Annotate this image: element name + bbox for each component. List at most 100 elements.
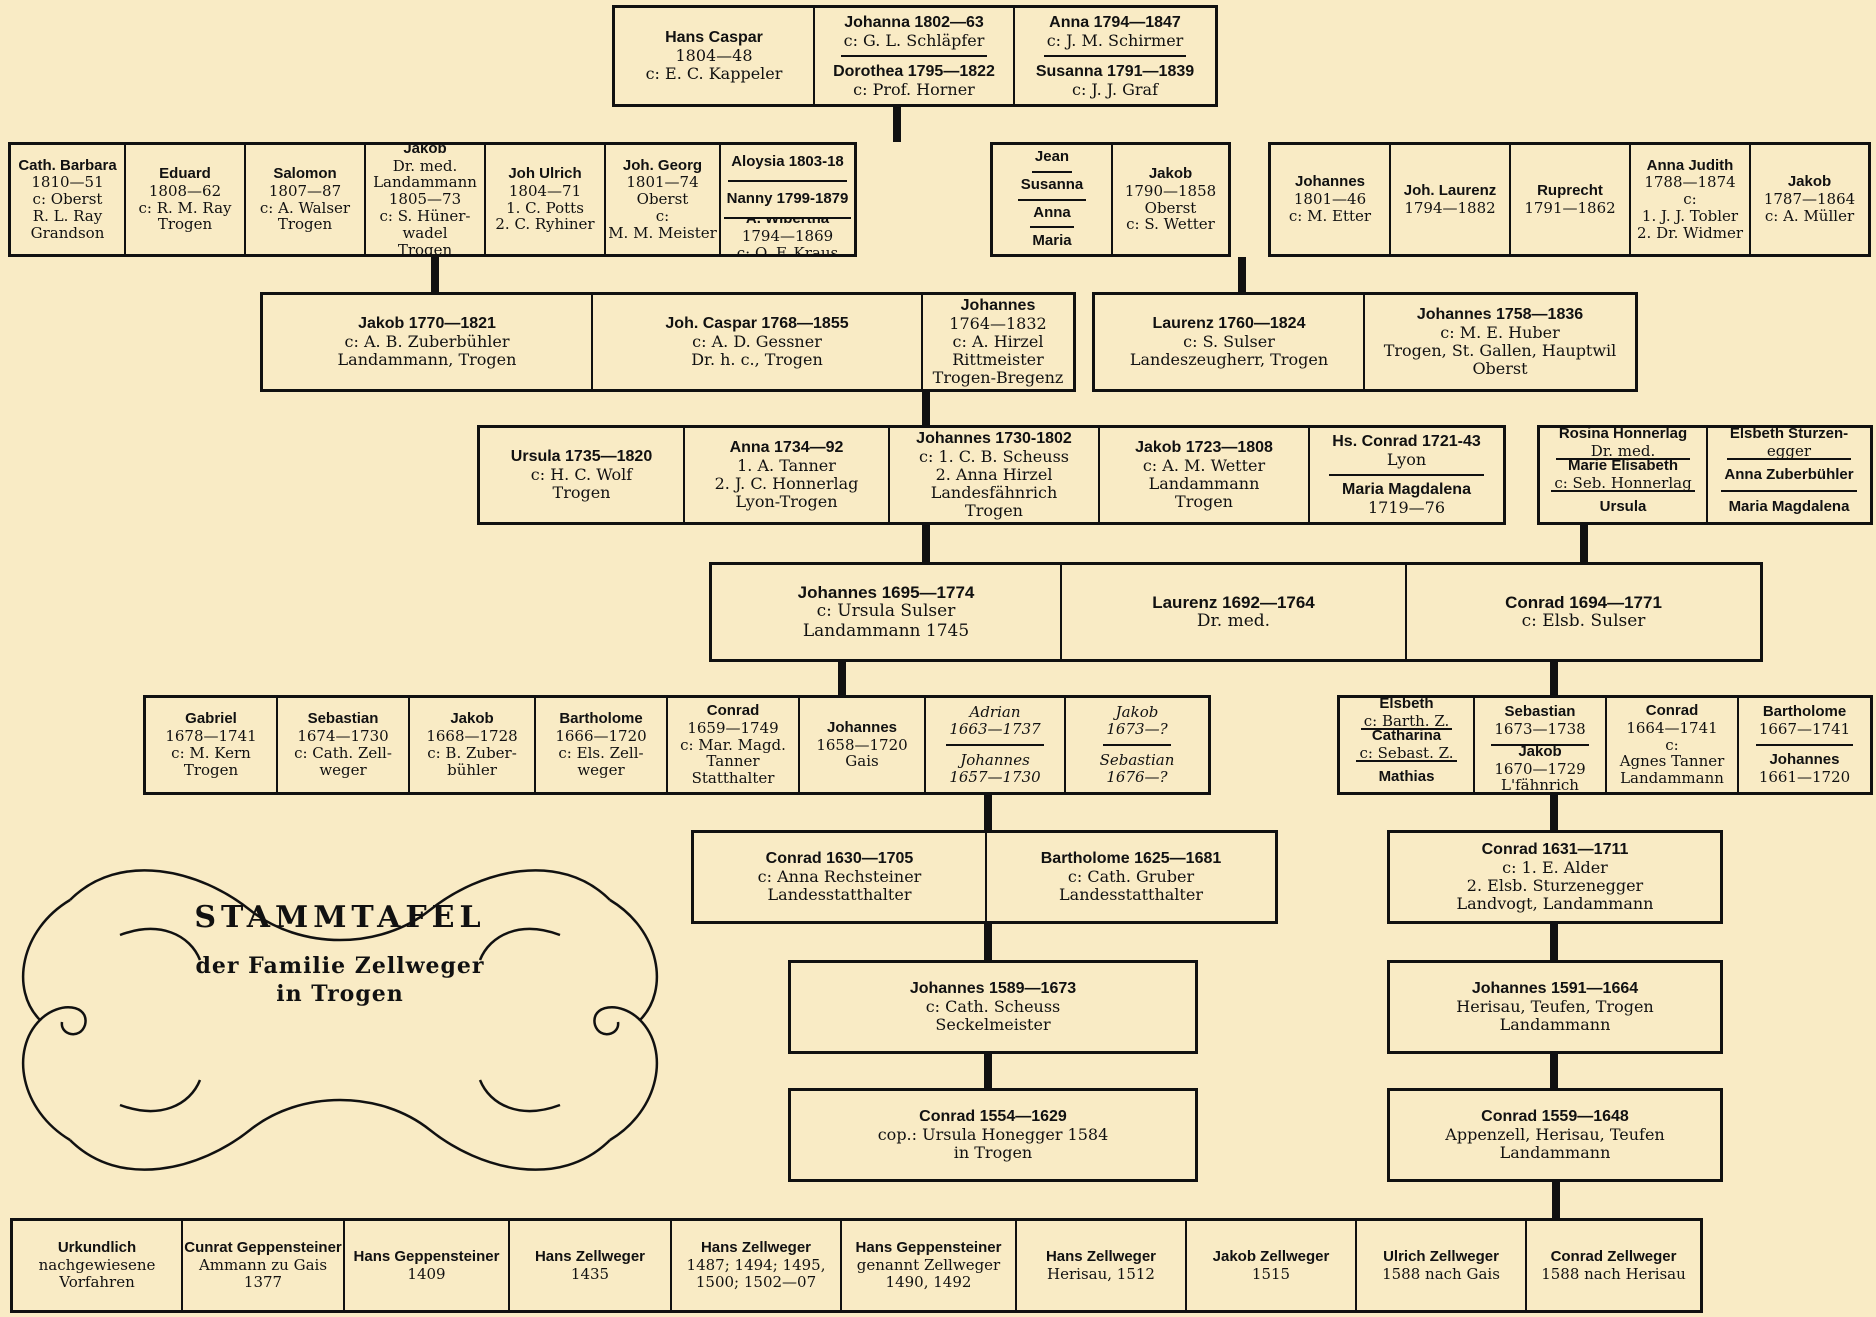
person-detail: Landammann (1620, 769, 1724, 788)
person-detail: 2. J. C. Honnerlag (714, 474, 859, 493)
person-name: Anna Judith (1646, 156, 1734, 174)
person-detail: 1810—51 (31, 173, 104, 192)
person-name: Laurenz 1760—1824 (1152, 315, 1306, 333)
person-detail: c: (655, 206, 670, 225)
person-detail: 1487; 1494; 1495, (686, 1256, 826, 1275)
person-name: Conrad (706, 702, 760, 719)
connector-line (431, 257, 439, 292)
person-detail: Vorfahren (59, 1272, 135, 1291)
person-name: Eduard (159, 164, 211, 182)
person-name: A. Wibertha (746, 219, 829, 228)
connector-line (838, 662, 846, 695)
person-name: Johanna 1802—63 (844, 13, 984, 31)
person-name: Jean (1034, 148, 1070, 166)
person-detail: 1659—1749 (687, 718, 779, 737)
person-detail: genannt Zellweger (856, 1256, 1001, 1275)
person-detail: c: M. Kern (171, 744, 251, 762)
person-name: Johannes 1695—1774 (797, 583, 975, 603)
person-detail: Landammann (373, 173, 477, 192)
connector-line (1580, 525, 1588, 562)
connector-line (984, 924, 992, 960)
person-detail: 2. C. Ryhiner (495, 215, 595, 234)
person-name: Ursula 1735—1820 (510, 448, 653, 466)
person-detail: c: S. Sulser (1183, 332, 1275, 352)
person-detail: 1667—1741 (1758, 720, 1851, 738)
title-cartouche-flourish (21, 869, 659, 1171)
person-name: Ursula (1599, 497, 1647, 515)
person-name: Jakob (1518, 746, 1562, 760)
person-detail: c: Cath. Zell- (294, 744, 392, 762)
person-detail: c: Sebast. Z. (1359, 744, 1454, 762)
person-detail: Adrian (969, 703, 1021, 722)
person-name: Conrad 1559—1648 (1481, 1108, 1629, 1126)
person-detail: bühler (447, 760, 497, 779)
connector-line (922, 392, 930, 425)
person-cell: Maria Magdalena (1726, 492, 1853, 522)
person-name: Hans Geppensteiner (855, 1239, 1002, 1257)
person-detail: Statthalter (691, 769, 775, 788)
person-detail: 2. Elsb. Sturzenegger (1466, 876, 1644, 895)
person-name: Johannes (1769, 751, 1840, 769)
person-name: Jakob Zellweger (1212, 1247, 1330, 1265)
person-name: Hans Geppensteiner (353, 1247, 500, 1265)
person-detail: Landesstatthalter (1059, 884, 1203, 904)
person-name: Anna (1033, 203, 1071, 221)
person-detail: c: E. C. Kappeler (645, 63, 783, 83)
person-name: Conrad 1630—1705 (765, 850, 914, 868)
person-detail: 1788—1874 (1644, 173, 1736, 192)
person-detail: c: M. Etter (1288, 206, 1372, 225)
person-detail: 2. Anna Hirzel (935, 465, 1053, 485)
person-name: Maria (1032, 231, 1072, 249)
person-name: Johannes (960, 297, 1036, 315)
person-detail: Jakob (1115, 703, 1159, 722)
person-detail: 1790—1858 (1124, 181, 1217, 200)
person-name: Rosina Honnerlag (1558, 428, 1688, 443)
person-detail: 1764—1832 (949, 314, 1047, 334)
person-name: Conrad 1554—1629 (919, 1108, 1067, 1126)
person-detail: 1804—48 (675, 46, 753, 66)
person-detail: c: Els. Zell- (558, 744, 644, 762)
person-detail: 1794—1869 (741, 227, 834, 246)
person-detail: c: Cath. Gruber (1067, 867, 1195, 887)
person-detail: c: S. Hüner- (379, 206, 471, 225)
person-detail: Dr. h. c., Trogen (691, 349, 823, 369)
person-detail: Landesfähnrich (930, 482, 1058, 502)
person-name: Aloysia 1803-18 (731, 153, 844, 171)
person-detail: Dr. med. (1196, 611, 1271, 631)
person-detail: Trogen (1175, 491, 1233, 511)
person-detail: Trogen (552, 482, 611, 502)
person-name: Johannes 1591—1664 (1471, 980, 1639, 998)
person-name: Susanna (1020, 176, 1084, 194)
person-detail: Herisau, 1512 (1047, 1264, 1155, 1283)
person-cell: Mathias (1376, 762, 1438, 792)
person-detail: Ammann zu Gais (198, 1256, 328, 1275)
person-detail: M. M. Meister (608, 223, 717, 242)
